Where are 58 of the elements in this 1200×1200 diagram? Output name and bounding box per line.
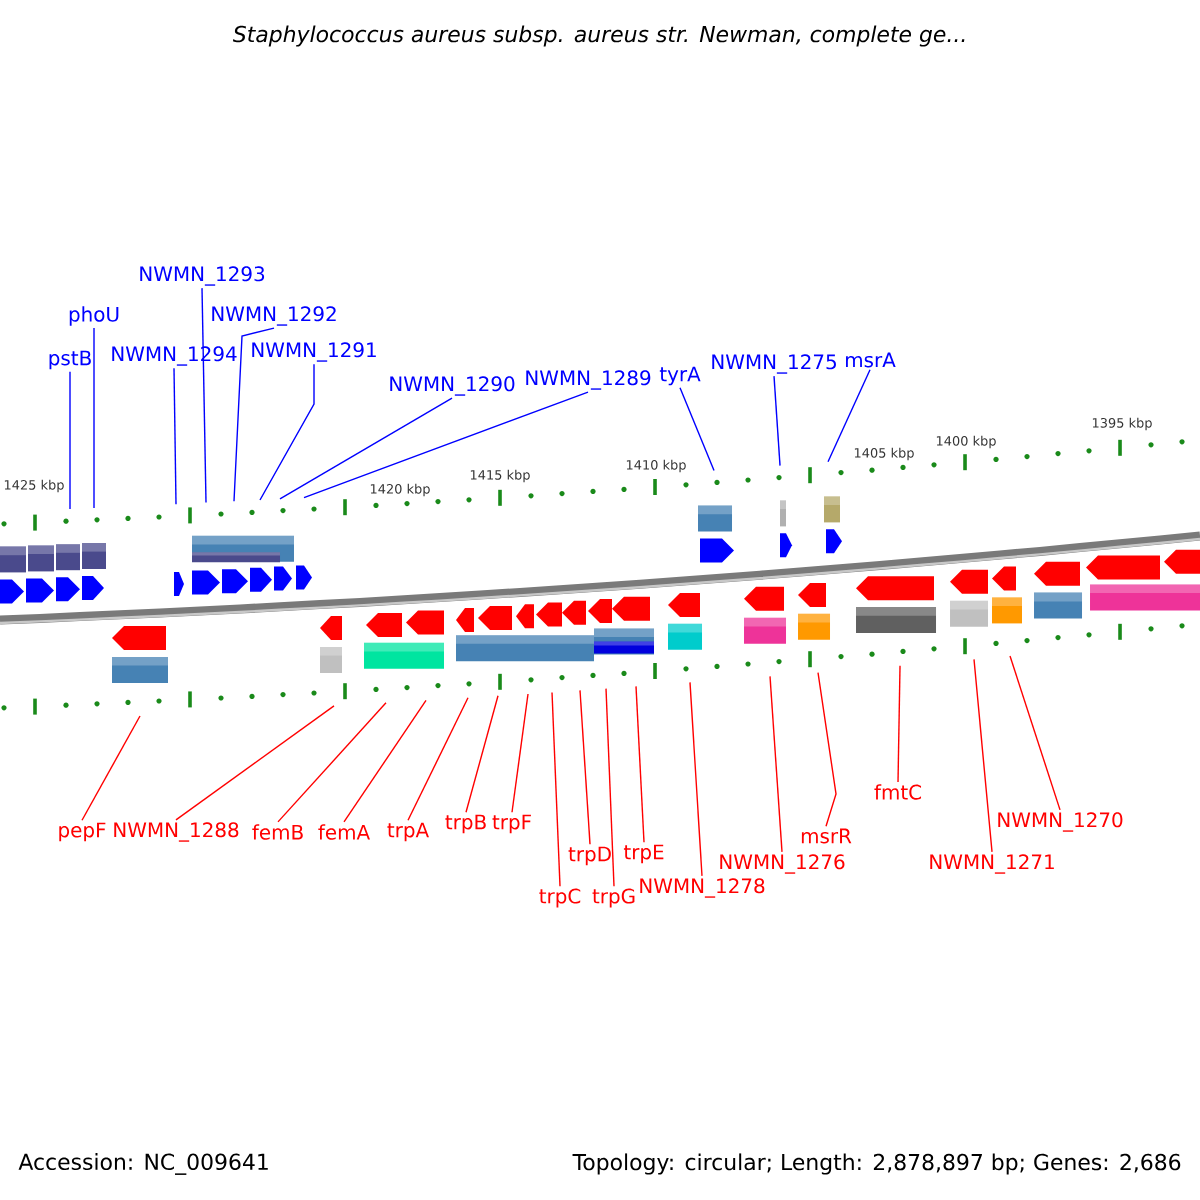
gene-label: pepF <box>59 822 106 842</box>
leader-line <box>93 327 95 509</box>
leader-line <box>897 665 901 783</box>
leader-line <box>605 687 615 887</box>
gene-label: trpB <box>445 814 486 834</box>
leader-line <box>689 681 703 877</box>
gene-label: phoU <box>69 306 119 326</box>
gene-label: NWMN_1276 <box>720 854 845 874</box>
leader-line <box>175 705 335 821</box>
leader-line <box>343 699 427 823</box>
leader-line <box>407 697 469 821</box>
gene-label: msrA <box>846 352 896 368</box>
gene-label: NWMN_1292 <box>212 306 336 326</box>
leader-line <box>173 367 177 505</box>
gene-label: NWMN_1288 <box>114 822 239 842</box>
gene-label: femA <box>318 824 370 840</box>
leader-line <box>259 363 315 501</box>
summary-text: Topology: circular; Length: 2,878,897 bp; Genes: 2,686 <box>572 1153 1181 1175</box>
leader-line <box>817 671 837 827</box>
gene-label: NWMN_1293 <box>140 266 265 286</box>
leader-line <box>69 371 71 510</box>
leader-line <box>81 715 141 821</box>
leader-line <box>201 287 207 504</box>
leader-line <box>579 689 591 845</box>
leader-line <box>465 695 499 813</box>
leader-line <box>551 691 561 887</box>
gene-label: NWMN_1270 <box>998 812 1123 832</box>
leader-line <box>1009 655 1061 811</box>
leader-line <box>277 702 387 823</box>
leader-line <box>773 375 781 467</box>
leader-line <box>511 693 529 813</box>
gene-label: NWMN_1278 <box>640 878 765 898</box>
gene-label: trpE <box>623 844 664 864</box>
gene-label: trpD <box>568 846 611 866</box>
leader-line <box>973 658 993 853</box>
leader-line <box>827 369 871 463</box>
gene-label: trpF <box>492 814 531 834</box>
gene-label: NWMN_1275 <box>712 354 836 374</box>
gene-label: NWMN_1289 <box>526 370 651 390</box>
leader-line <box>233 327 275 502</box>
gene-label: trpA <box>387 822 429 842</box>
gene-label: pstB <box>49 350 91 370</box>
gene-label: fmtC <box>874 784 921 800</box>
gene-label: NWMN_1290 <box>390 376 515 396</box>
gene-label: NWMN_1271 <box>930 854 1054 874</box>
leader-line <box>279 397 453 500</box>
accession-text: Accession: NC_009641 <box>18 1153 268 1175</box>
gene-label: tyrA <box>659 366 701 386</box>
title: Staphylococcus aureus subsp. aureus str. Newman, complete ge... <box>232 25 965 47</box>
gene-label: NWMN_1291 <box>252 342 376 362</box>
gene-label: trpC <box>539 888 581 908</box>
leader-line <box>635 685 645 843</box>
gene-label: trpG <box>592 888 635 908</box>
leader-line <box>679 387 715 472</box>
gene-label: femB <box>252 824 303 840</box>
leader-line <box>303 391 589 499</box>
leader-line <box>769 675 783 853</box>
gene-label: msrR <box>801 828 852 844</box>
